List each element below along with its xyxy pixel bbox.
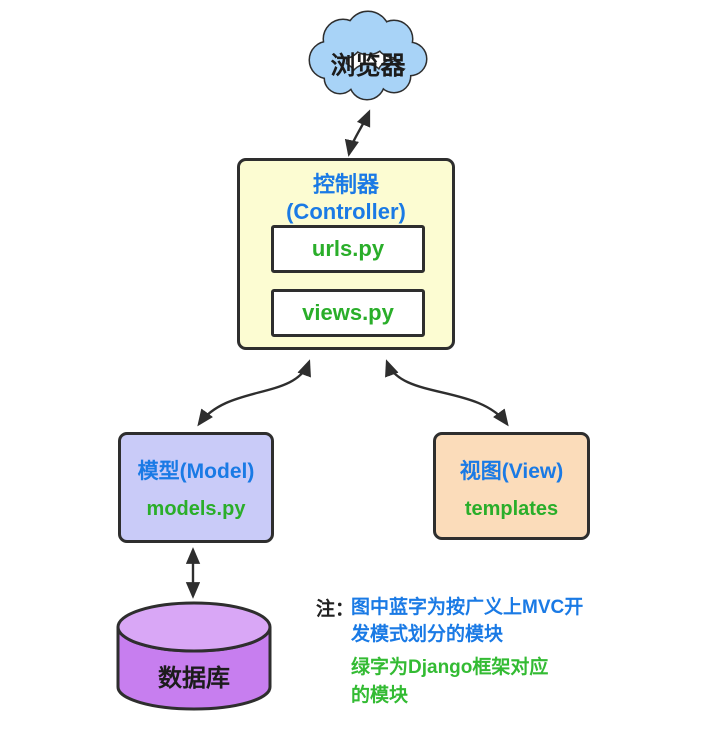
browser-cloud-shape bbox=[308, 10, 428, 101]
view-file-label: templates bbox=[464, 498, 559, 520]
model-title: 模型(Model) bbox=[137, 460, 255, 483]
model-box: 模型(Model) models.py bbox=[118, 432, 274, 543]
browser-cloud-label: 浏览器 bbox=[330, 52, 406, 80]
model-file-label: models.py bbox=[146, 498, 246, 520]
arrow-browser-controller bbox=[344, 109, 371, 157]
views-py-box: views.py bbox=[271, 289, 425, 337]
view-box: 视图(View) templates bbox=[433, 432, 590, 540]
arrow-controller-model bbox=[197, 359, 311, 427]
urls-py-label: urls.py bbox=[311, 236, 385, 261]
view-title: 视图(View) bbox=[459, 460, 564, 483]
urls-py-box: urls.py bbox=[271, 225, 425, 273]
views-py-label: views.py bbox=[302, 300, 394, 325]
note-green-line-2: 的模块 bbox=[351, 685, 409, 706]
note-green-line-1: 绿字为Django框架对应 bbox=[351, 657, 549, 678]
controller-title-en: (Controller) bbox=[286, 199, 406, 224]
note-green-text: 绿字为Django框架对应 的模块 bbox=[351, 654, 548, 710]
arrow-controller-view bbox=[385, 359, 509, 427]
controller-title-cn: 控制器 bbox=[312, 172, 379, 197]
database-label: 数据库 bbox=[158, 665, 230, 692]
note-blue-text: 图中蓝字为按广义上MVC开 发模式划分的模块 bbox=[351, 594, 583, 648]
note-prefix: 注： bbox=[316, 599, 355, 620]
note-blue-line-1: 图中蓝字为按广义上MVC开 bbox=[351, 597, 584, 618]
note-blue-line-2: 发模式划分的模块 bbox=[351, 624, 504, 645]
database-cylinder bbox=[116, 601, 272, 711]
controller-box: 控制器 (Controller) urls.py views.py bbox=[237, 158, 455, 350]
